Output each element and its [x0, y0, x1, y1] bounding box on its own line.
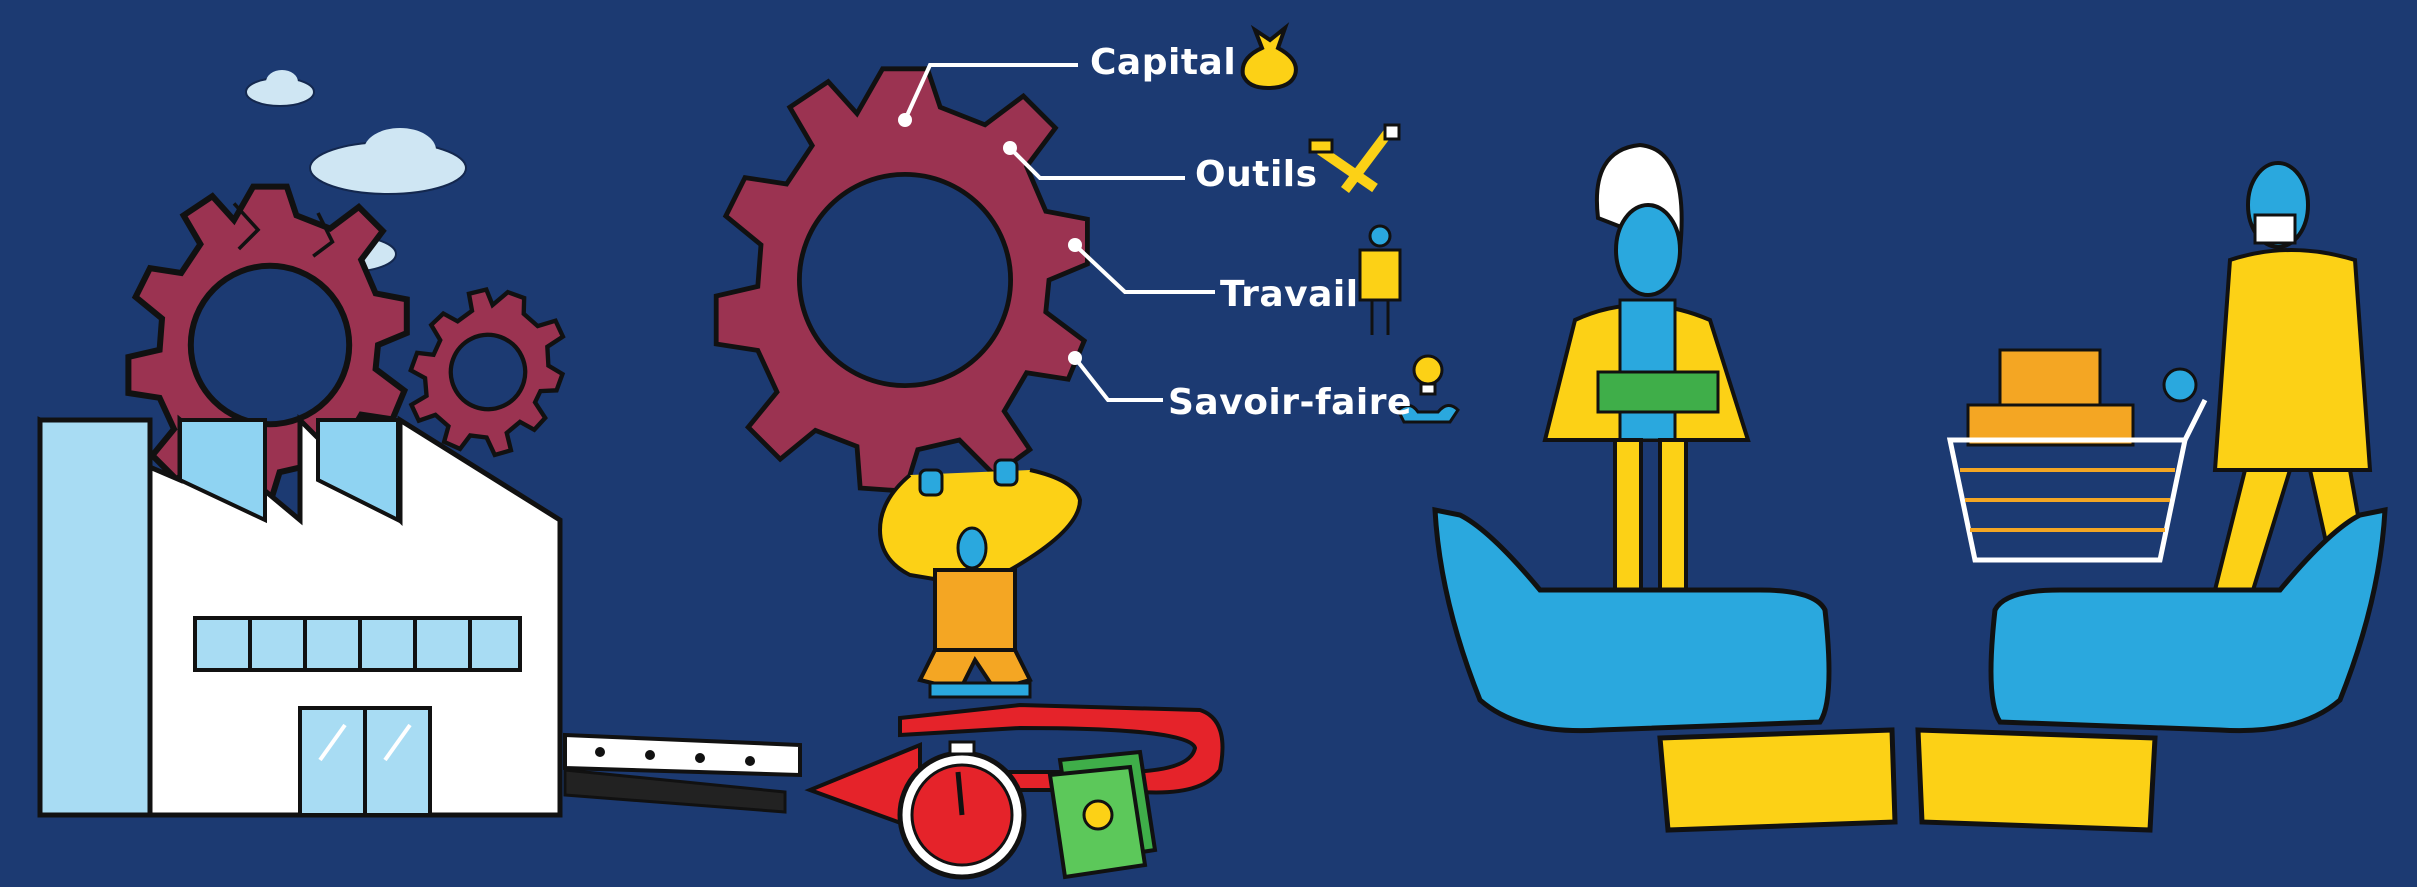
label-savoir-faire: Savoir-faire — [1168, 382, 1412, 423]
label-outils: Outils — [1195, 154, 1318, 195]
money-bag-icon — [1243, 28, 1296, 88]
label-travail: Travail — [1220, 274, 1359, 315]
cloud-small — [246, 70, 314, 106]
worker-lifting-gear — [880, 460, 1080, 697]
label-capital: Capital — [1090, 42, 1236, 83]
cash-stack-icon — [1050, 752, 1155, 877]
yellow-block-right — [1918, 730, 2155, 830]
woman-holding-money — [1545, 145, 1748, 590]
tools-icon — [1310, 125, 1399, 190]
cloud-large — [310, 128, 466, 194]
yellow-block-left — [1660, 730, 1895, 830]
conveyor-belt — [565, 735, 800, 812]
central-gear — [716, 69, 1087, 491]
worker-icon — [1360, 226, 1400, 335]
blue-shoe-right — [1991, 510, 2385, 731]
factory — [40, 420, 560, 815]
